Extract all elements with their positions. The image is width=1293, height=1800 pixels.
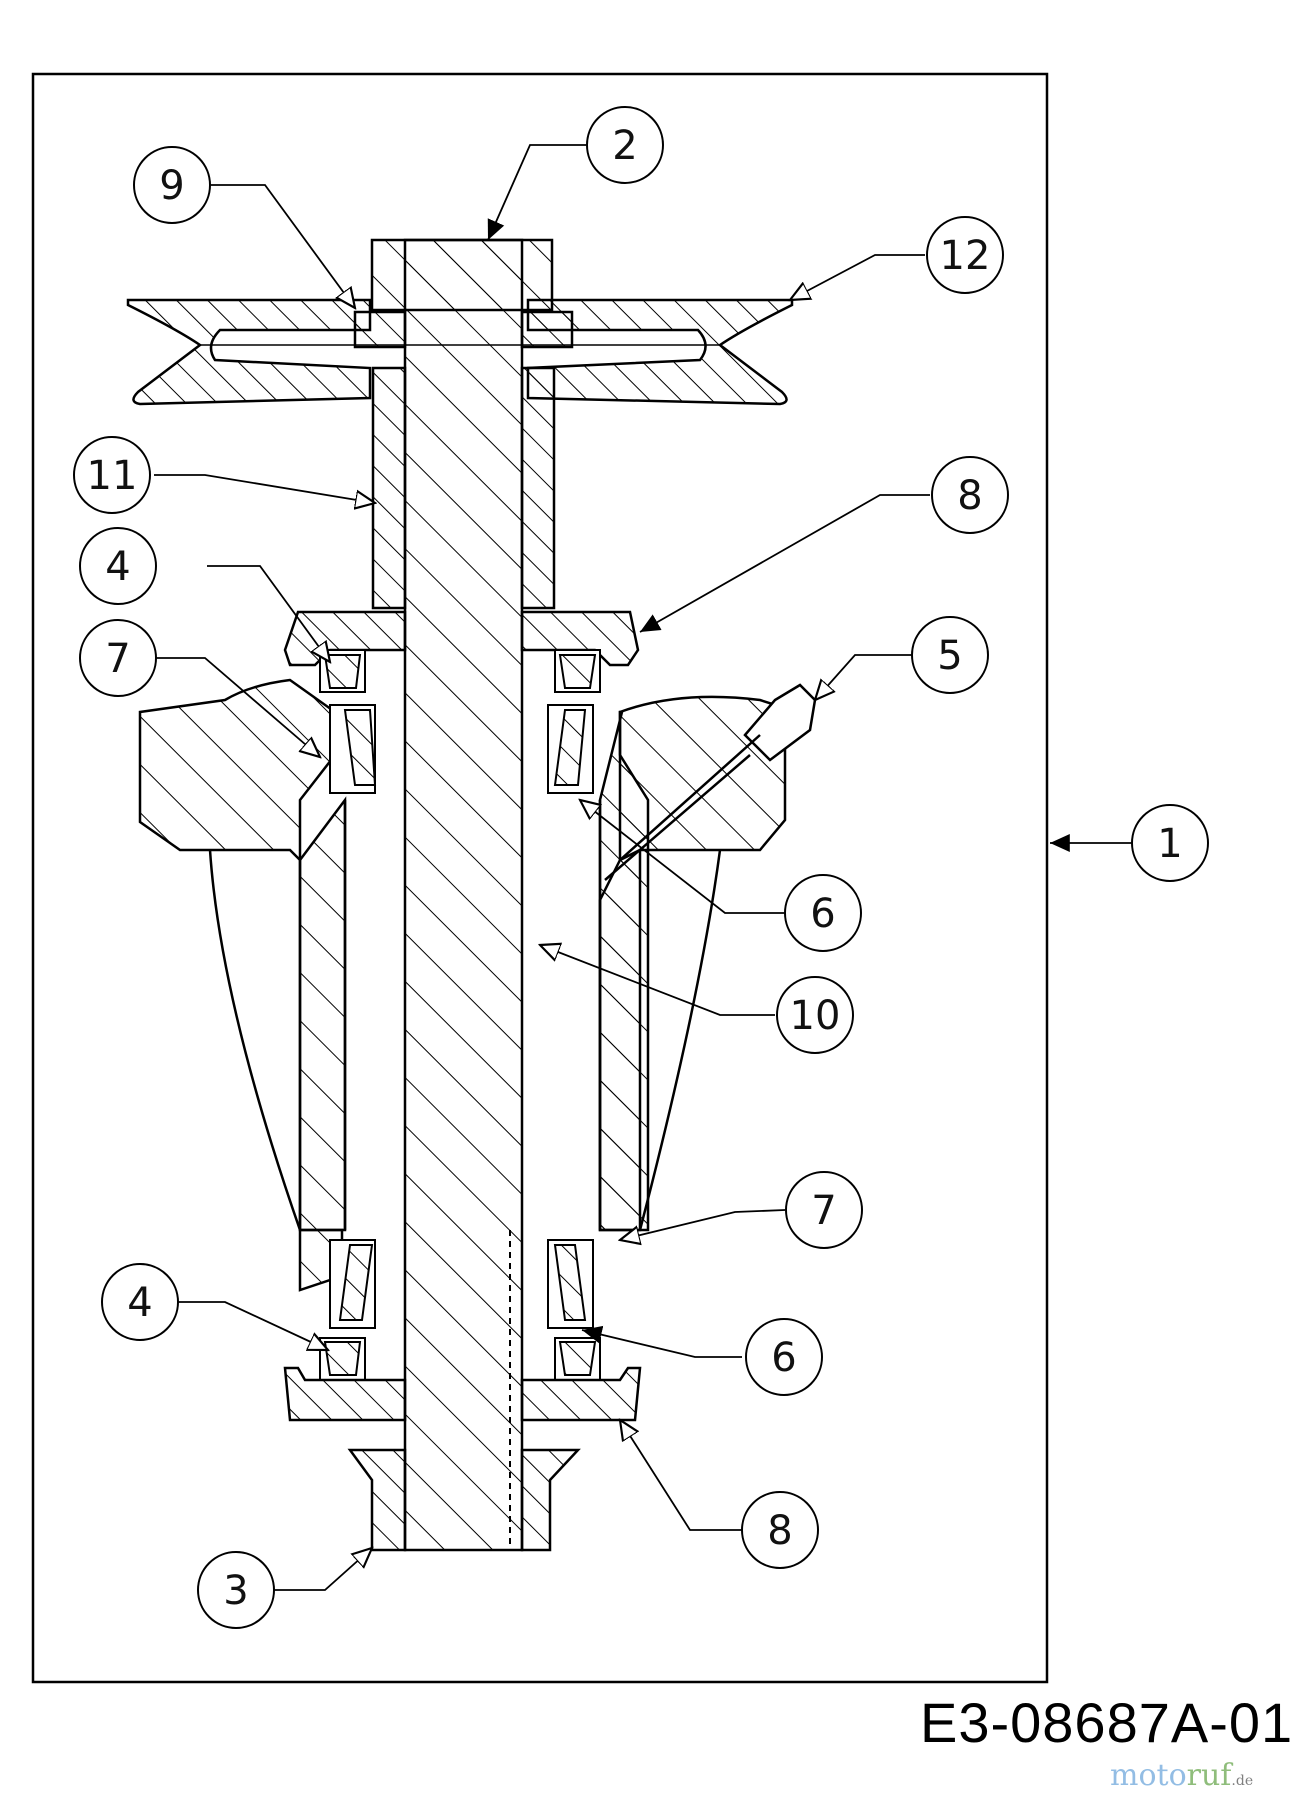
key — [353, 310, 407, 349]
svg-text:6: 6 — [771, 1335, 796, 1381]
callout-11: 11 — [73, 436, 151, 514]
callout-5: 5 — [911, 616, 989, 694]
svg-text:3: 3 — [223, 1568, 248, 1614]
key-right — [520, 310, 574, 349]
svg-text:6: 6 — [810, 891, 835, 937]
spacer-right — [520, 366, 556, 610]
lower-hub — [347, 1448, 581, 1552]
svg-text:7: 7 — [811, 1188, 836, 1234]
spacer-left — [371, 366, 407, 610]
callout-10: 10 — [776, 976, 854, 1054]
svg-text:12: 12 — [940, 233, 991, 279]
watermark-part2: ruf — [1186, 1758, 1232, 1793]
callout-1: 1 — [1131, 804, 1209, 882]
callout-6-lower: 6 — [745, 1318, 823, 1396]
callout-3: 3 — [197, 1551, 275, 1629]
watermark-suffix: .de — [1231, 1773, 1254, 1789]
callout-9: 9 — [133, 146, 211, 224]
watermark-part1: moto — [1110, 1758, 1187, 1793]
svg-text:5: 5 — [937, 633, 962, 679]
callout-7-lower: 7 — [785, 1171, 863, 1249]
svg-text:1: 1 — [1157, 821, 1182, 867]
svg-text:8: 8 — [767, 1508, 792, 1554]
housing — [138, 678, 787, 1292]
lower-bearing-cap — [283, 1366, 642, 1422]
callout-8-upper: 8 — [931, 456, 1009, 534]
svg-text:9: 9 — [159, 163, 184, 209]
callout-2: 2 — [586, 106, 664, 184]
svg-text:11: 11 — [87, 453, 138, 499]
svg-text:8: 8 — [957, 473, 982, 519]
leader-lines — [154, 144, 1132, 1591]
callout-4-lower: 4 — [101, 1263, 179, 1341]
watermark-logo: motoruf.de — [1110, 1758, 1253, 1793]
svg-text:4: 4 — [127, 1280, 152, 1326]
lower-bearing — [319, 1239, 601, 1381]
spindle-shaft — [403, 238, 524, 1552]
callout-4-upper: 4 — [79, 527, 157, 605]
drawing-code: E3-08687A-01 — [920, 1691, 1293, 1754]
callout-12: 12 — [926, 216, 1004, 294]
callout-8-lower: 8 — [741, 1491, 819, 1569]
diagram-frame — [31, 72, 1049, 1684]
callout-6-upper: 6 — [784, 874, 862, 952]
svg-text:10: 10 — [790, 993, 841, 1039]
callout-7-upper: 7 — [79, 619, 157, 697]
pulley — [126, 298, 794, 406]
svg-text:4: 4 — [105, 544, 130, 590]
svg-text:7: 7 — [105, 636, 130, 682]
svg-text:2: 2 — [612, 123, 637, 169]
